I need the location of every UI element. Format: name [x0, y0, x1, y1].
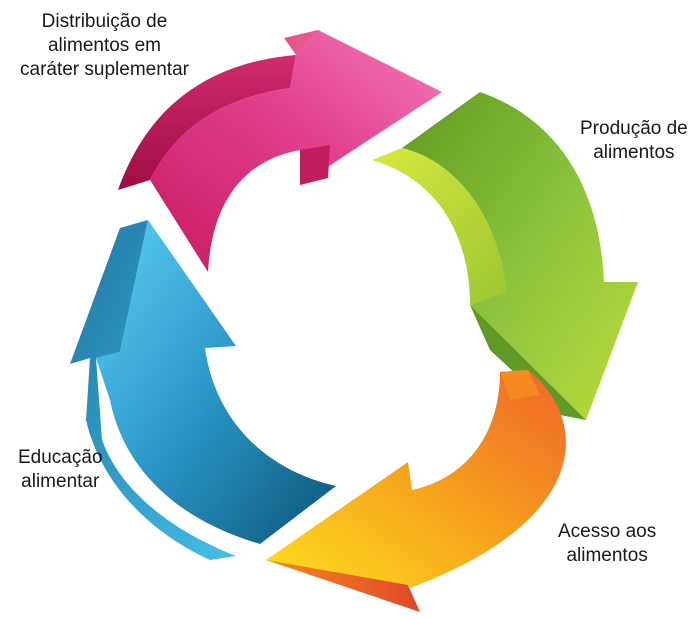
- label-producao-line-2: alimentos: [593, 142, 675, 163]
- label-acesso-line-2: alimentos: [566, 545, 648, 566]
- arrow-educacao-top: [96, 220, 336, 544]
- label-acesso-line-1: Acesso aos: [558, 521, 657, 542]
- arrow-distribuicao-top: [150, 30, 442, 272]
- arrow-acesso: [266, 370, 566, 612]
- label-educacao-line-1: Educação: [18, 447, 103, 468]
- arrow-acesso-top: [266, 370, 566, 588]
- arrow-distribuicao-side: [118, 55, 296, 190]
- arrow-educacao: [70, 220, 336, 560]
- label-distribuicao-line-1: Distribuição de: [41, 11, 168, 32]
- arrow-distribuicao-notch-low: [300, 145, 330, 185]
- label-distribuicao-line-3: caráter suplementar: [20, 59, 189, 80]
- arrow-producao-top: [402, 92, 638, 420]
- arrow-educacao-side: [70, 220, 236, 560]
- arrow-producao-side: [372, 148, 506, 305]
- label-educacao-line-2: alimentar: [21, 471, 100, 492]
- arrow-producao: [372, 92, 638, 420]
- label-acesso: Acesso aos alimentos: [558, 520, 656, 568]
- arrow-distribuicao-notch: [284, 30, 318, 55]
- label-producao: Produção de alimentos: [580, 117, 688, 165]
- label-distribuicao-line-2: alimentos em: [47, 35, 161, 56]
- arrow-distribuicao: [118, 30, 442, 272]
- arrow-acesso-notch: [500, 370, 540, 400]
- label-educacao: Educação alimentar: [18, 446, 103, 494]
- arrow-producao-bottom-face: [470, 305, 586, 420]
- label-distribuicao: Distribuição de alimentos em caráter sup…: [20, 10, 189, 82]
- label-producao-line-1: Produção de: [580, 118, 688, 139]
